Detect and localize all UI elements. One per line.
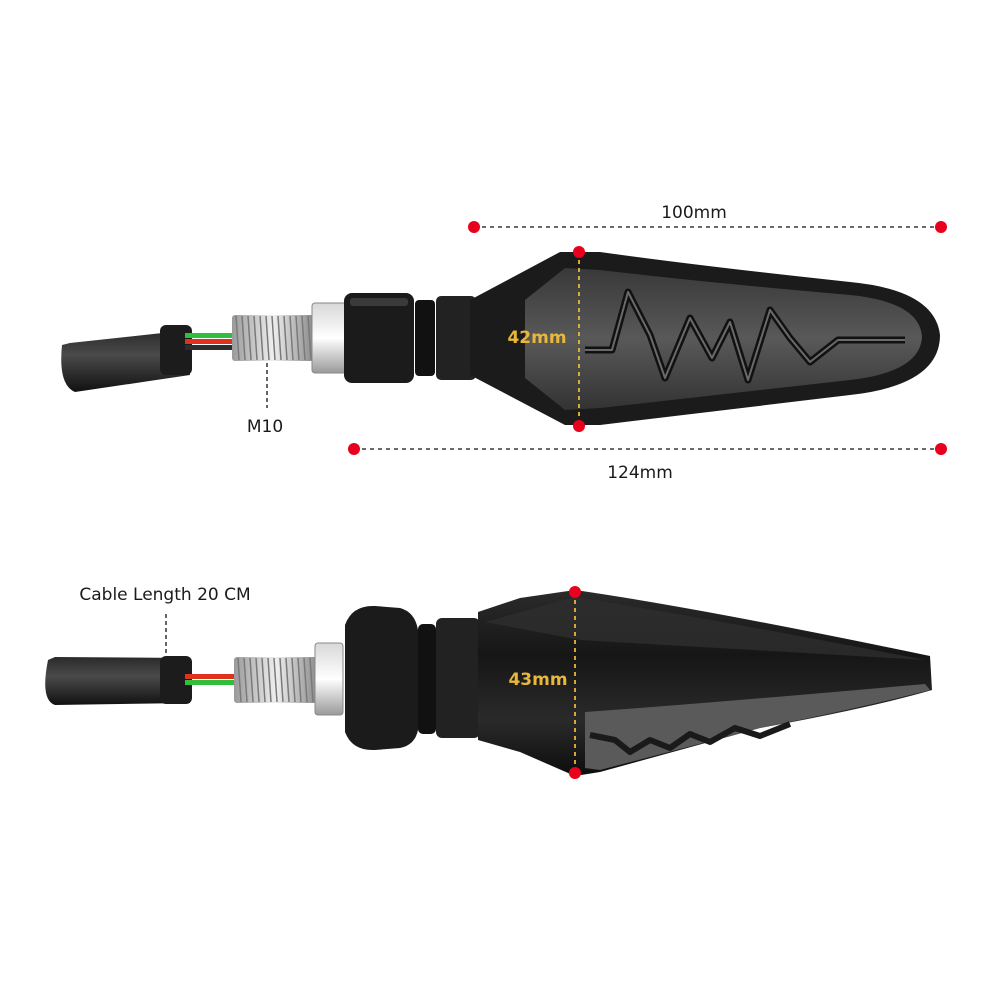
thread-label: M10 [247,417,283,437]
thread-ridge [267,657,272,703]
thread-ridge [235,315,240,361]
thread-ridge [277,315,282,361]
dim-side-height-label: 43mm [508,670,567,690]
thread-ridge [265,315,270,361]
side-wires [185,674,240,685]
marker-dot [569,586,581,598]
cable-callout: Cable Length 20 CM [79,585,251,656]
thread-ridge [261,657,266,703]
thread-ridge [241,315,246,361]
top-cable-sleeve [160,325,192,375]
marker-dot [935,221,947,233]
thread-ridge [289,315,294,361]
thread-ridge [253,315,258,361]
thread-ridge [243,657,248,703]
top-nut [311,302,349,374]
cable-length-label: Cable Length 20 CM [79,585,250,605]
dim-total-length: 124mm [348,443,947,483]
thread-ridge [291,657,296,703]
thread-callout: M10 [247,363,283,437]
thread-ridge [309,657,314,703]
side-nut [314,642,344,716]
thread-ridge [295,315,300,361]
side-gasket [418,624,436,734]
thread-ridge [273,657,278,703]
top-view-indicator [61,252,940,425]
side-cable-sleeve [160,656,192,704]
thread-ridge [247,315,252,361]
dim-lens-length: 100mm [468,203,947,233]
side-cable [45,657,190,705]
marker-dot [348,443,360,455]
marker-dot [569,767,581,779]
thread-ridge [279,657,284,703]
marker-dot [935,443,947,455]
thread-ridge [301,315,306,361]
thread-ridge [255,657,260,703]
marker-dot [573,420,585,432]
thread-ridge [297,657,302,703]
dim-total-length-label: 124mm [607,463,673,483]
thread-ridge [271,315,276,361]
top-wires [185,333,240,350]
thread-ridge [259,315,264,361]
dim-top-height: 42mm [507,246,585,432]
side-cap [345,605,418,751]
dim-side-height: 43mm [508,586,581,779]
dim-lens-length-label: 100mm [661,203,727,223]
marker-dot [468,221,480,233]
thread-ridge [249,657,254,703]
thread-ridge [285,657,290,703]
marker-dot [573,246,585,258]
top-cable [61,330,190,392]
top-collar [344,293,414,383]
dim-top-height-label: 42mm [507,328,566,348]
thread-ridge [237,657,242,703]
thread-ridge [303,657,308,703]
side-view-indicator [45,590,932,776]
thread-ridge [307,315,312,361]
top-gasket [415,300,435,376]
thread-ridge [283,315,288,361]
